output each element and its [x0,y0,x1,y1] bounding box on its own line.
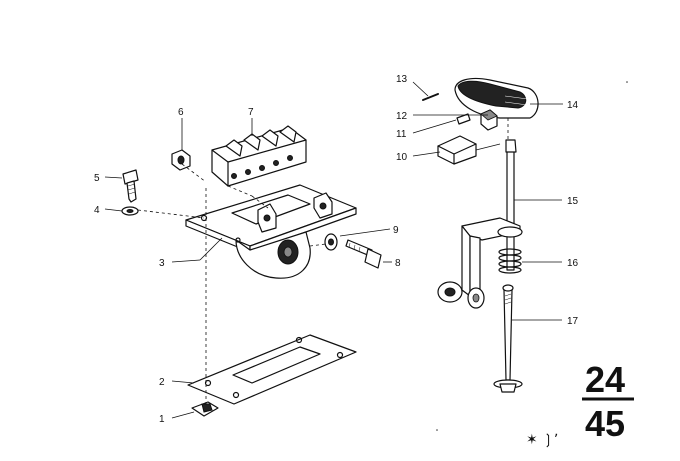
footer-mark: ✶ ❳ʼ [526,432,558,448]
mounting-bracket[interactable] [185,184,357,279]
clip-nut[interactable] [191,401,219,417]
scan-speck [436,429,438,431]
callout-6: 6 [178,107,184,118]
callout-13: 13 [396,74,408,85]
washer-small[interactable] [121,206,139,216]
small-screw[interactable] [456,113,471,125]
callout-11: 11 [396,129,407,140]
shift-lever[interactable] [437,139,523,309]
callout-2: 2 [159,377,165,388]
callout-9: 9 [393,225,399,236]
gasket-plate[interactable] [187,334,357,405]
callout-17: 17 [567,316,579,327]
hex-nut[interactable] [171,149,191,171]
callout-14: 14 [567,100,579,111]
knob-pin[interactable] [422,93,439,101]
callout-7: 7 [248,107,254,118]
shift-knob[interactable] [454,77,539,119]
callout-8: 8 [395,258,401,269]
washer-large[interactable] [324,233,338,251]
lower-rod[interactable] [493,284,523,393]
callout-4: 4 [94,205,100,216]
group-number: 24 45 [582,359,634,444]
callout-15: 15 [567,196,579,207]
bolt[interactable] [345,239,382,269]
callout-1: 1 [159,414,165,425]
group-number-top: 24 [585,359,625,400]
leader-lines [104,81,563,419]
callout-16: 16 [567,258,579,269]
shift-gate-block[interactable] [211,125,307,187]
callout-10: 10 [396,152,408,163]
callout-12: 12 [396,111,408,122]
group-number-bottom: 45 [585,403,625,444]
alignment-lines [137,118,509,408]
callout-labels: 1 2 3 4 5 6 7 8 9 10 11 12 13 14 15 16 1… [94,74,579,425]
callout-3: 3 [159,258,165,269]
screw[interactable] [122,169,139,203]
callout-5: 5 [94,173,100,184]
scan-speck [626,81,628,83]
knob-clamp[interactable] [437,135,501,165]
spring[interactable] [498,248,522,274]
